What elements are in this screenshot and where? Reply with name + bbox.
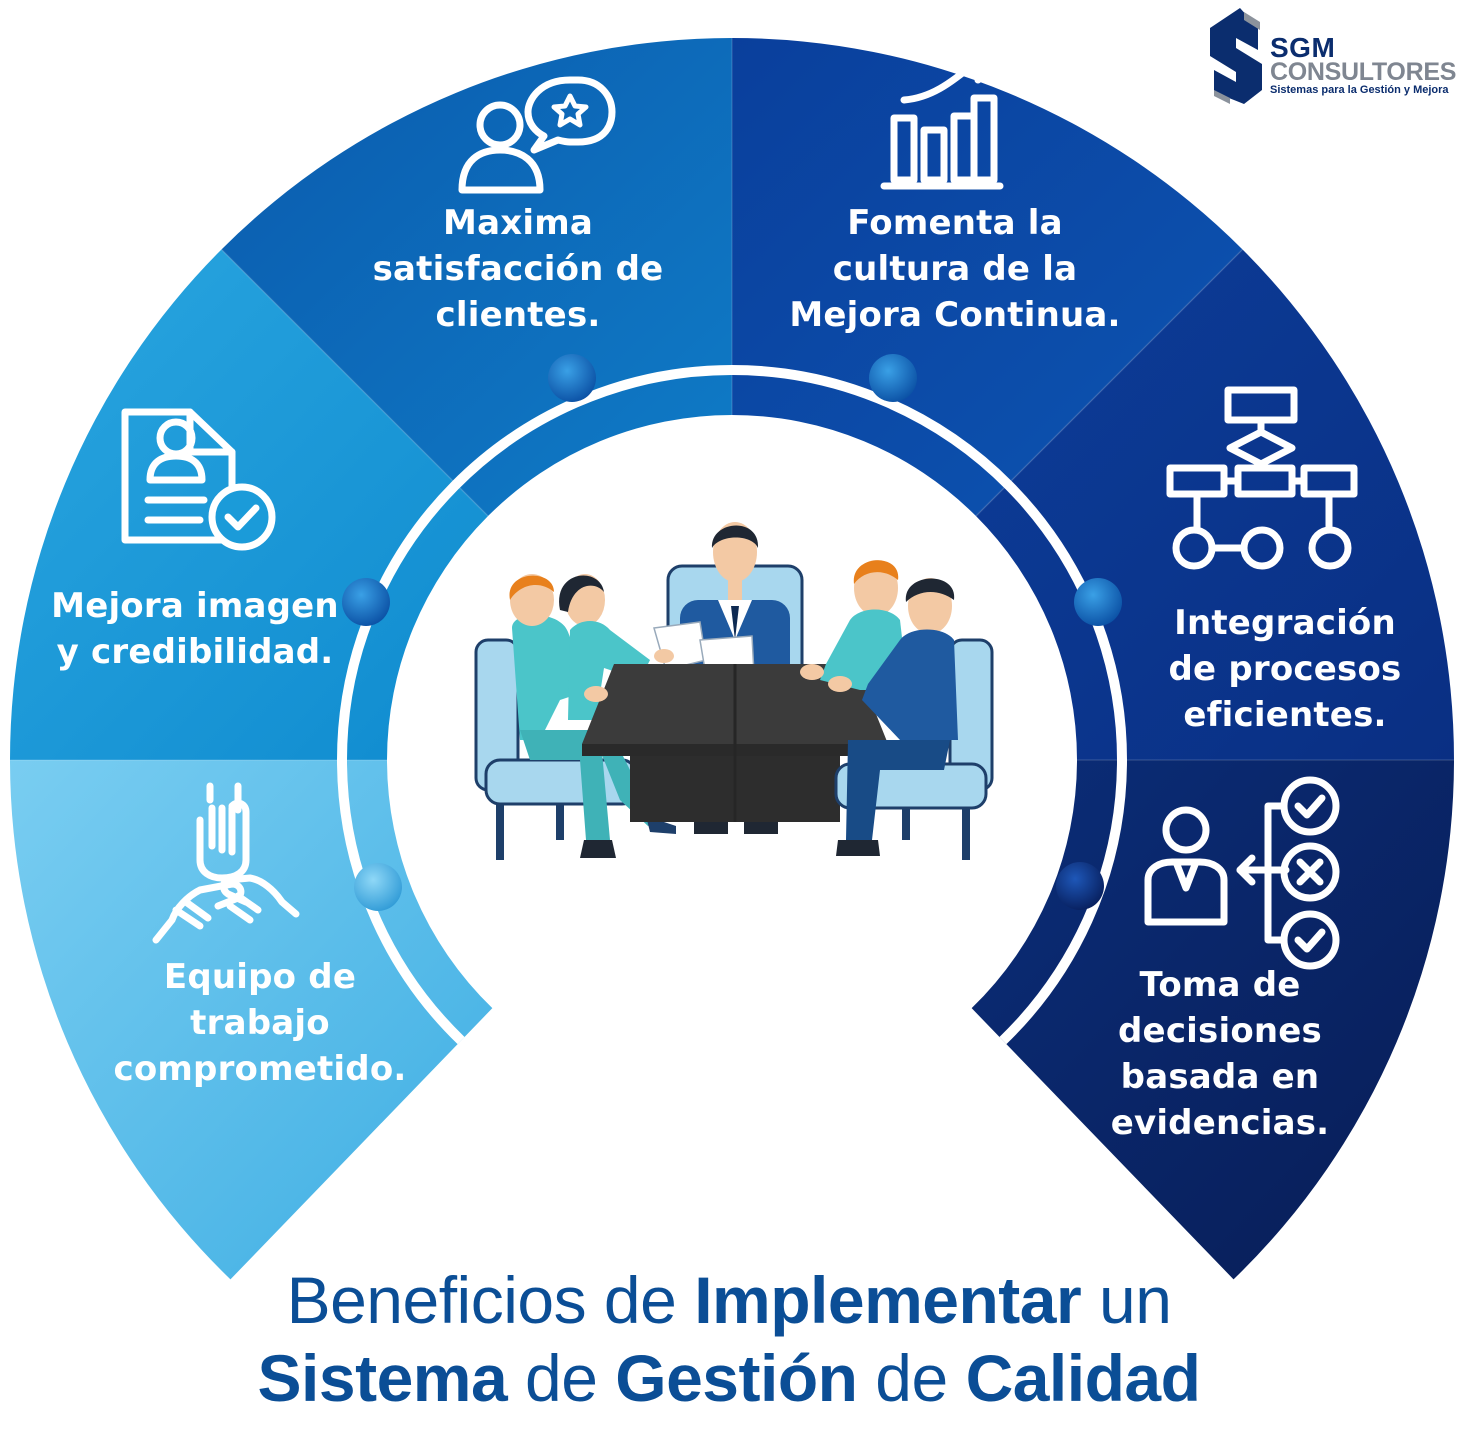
segment-label-line: cultura de la — [832, 249, 1078, 289]
logo-brand: SGM — [1270, 32, 1336, 63]
segment-label-line: comprometido. — [113, 1049, 407, 1089]
segment-label-satisfaccion: Maxima satisfacción de clientes. — [338, 200, 698, 338]
ring-dot — [342, 578, 390, 626]
logo-tagline: Sistemas para la Gestión y Mejora — [1270, 84, 1449, 96]
process-flowchart-icon — [1166, 386, 1358, 570]
profile-document-check-icon — [121, 408, 276, 551]
segment-label-line: trabajo — [190, 1003, 330, 1043]
segment-label-imagen: Mejora imagen y credibilidad. — [20, 583, 370, 675]
title-bold-text: Gestión — [615, 1341, 858, 1415]
segment-label-line: Fomenta la — [847, 203, 1063, 243]
customer-star-feedback-icon — [458, 76, 616, 194]
segment-label-line: de procesos — [1168, 649, 1402, 689]
page-title-line-1: Beneficios de Implementar un — [0, 1262, 1458, 1338]
logo-name: CONSULTORES — [1270, 58, 1457, 86]
segment-label-line: clientes. — [435, 295, 601, 335]
title-bold-text: Sistema — [257, 1341, 508, 1415]
segment-label-line: Equipo de — [163, 957, 357, 997]
connector-ring — [337, 365, 1127, 1045]
segment-label-line: satisfacción de — [372, 249, 664, 289]
segment-label-procesos: Integración de procesos eficientes. — [1130, 600, 1440, 738]
title-text: un — [1081, 1263, 1172, 1337]
segment-label-line: y credibilidad. — [56, 632, 334, 672]
title-text: de — [857, 1341, 966, 1415]
business-meeting-icon — [474, 522, 994, 860]
ring-dot — [1056, 862, 1104, 910]
segment-label-line: Mejora Continua. — [789, 295, 1121, 335]
segment-label-line: basada en — [1120, 1057, 1320, 1097]
title-text: de — [507, 1341, 616, 1415]
segment-divider — [220, 248, 489, 517]
segment-label-decisiones: Toma de decisiones basada en evidencias. — [1070, 962, 1370, 1146]
sgm-logo[interactable]: SGM CONSULTORES Sistemas para la Gestión… — [1200, 6, 1458, 106]
ring-dot — [548, 354, 596, 402]
segment-label-line: evidencias. — [1110, 1103, 1330, 1143]
segment-label-line: Toma de — [1139, 965, 1301, 1005]
sgm-logo-icon — [1210, 8, 1262, 104]
segment-label-line: eficientes. — [1183, 695, 1387, 735]
ring-dot — [1074, 578, 1122, 626]
segment-label-line: Integración — [1174, 603, 1396, 643]
title-text: Beneficios de — [286, 1263, 695, 1337]
decision-checklist-icon — [1144, 776, 1340, 970]
bar-chart-growth-icon — [880, 56, 1004, 190]
ring-dot — [354, 863, 402, 911]
title-bold-text: Implementar — [694, 1263, 1082, 1337]
teamwork-hands-icon — [152, 782, 300, 944]
page-title-line-2: Sistema de Gestión de Calidad — [0, 1340, 1458, 1416]
segment-label-line: Mejora imagen — [51, 586, 339, 626]
ring-dot — [869, 354, 917, 402]
segment-label-mejora: Fomenta la cultura de la Mejora Continua. — [765, 200, 1145, 338]
segment-label-line: decisiones — [1118, 1011, 1322, 1051]
segment-label-line: Maxima — [443, 203, 593, 243]
segment-divider — [975, 248, 1244, 517]
segment-label-equipo: Equipo de trabajo comprometido. — [80, 954, 440, 1092]
title-bold-text: Calidad — [965, 1341, 1201, 1415]
